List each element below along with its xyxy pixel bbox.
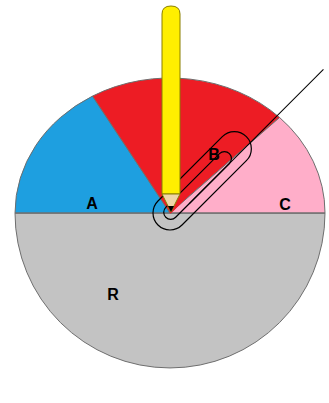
sector-label: R [105, 284, 121, 306]
pencil [162, 6, 180, 212]
sector-label: C [277, 194, 293, 216]
sector-label: B [206, 144, 222, 166]
sector-label: A [84, 193, 100, 215]
sector-letter: R [107, 286, 119, 304]
sector-letter: A [86, 195, 98, 213]
sector-letter: B [208, 146, 220, 164]
sector-r [15, 213, 325, 368]
sector-letter: C [279, 196, 291, 214]
